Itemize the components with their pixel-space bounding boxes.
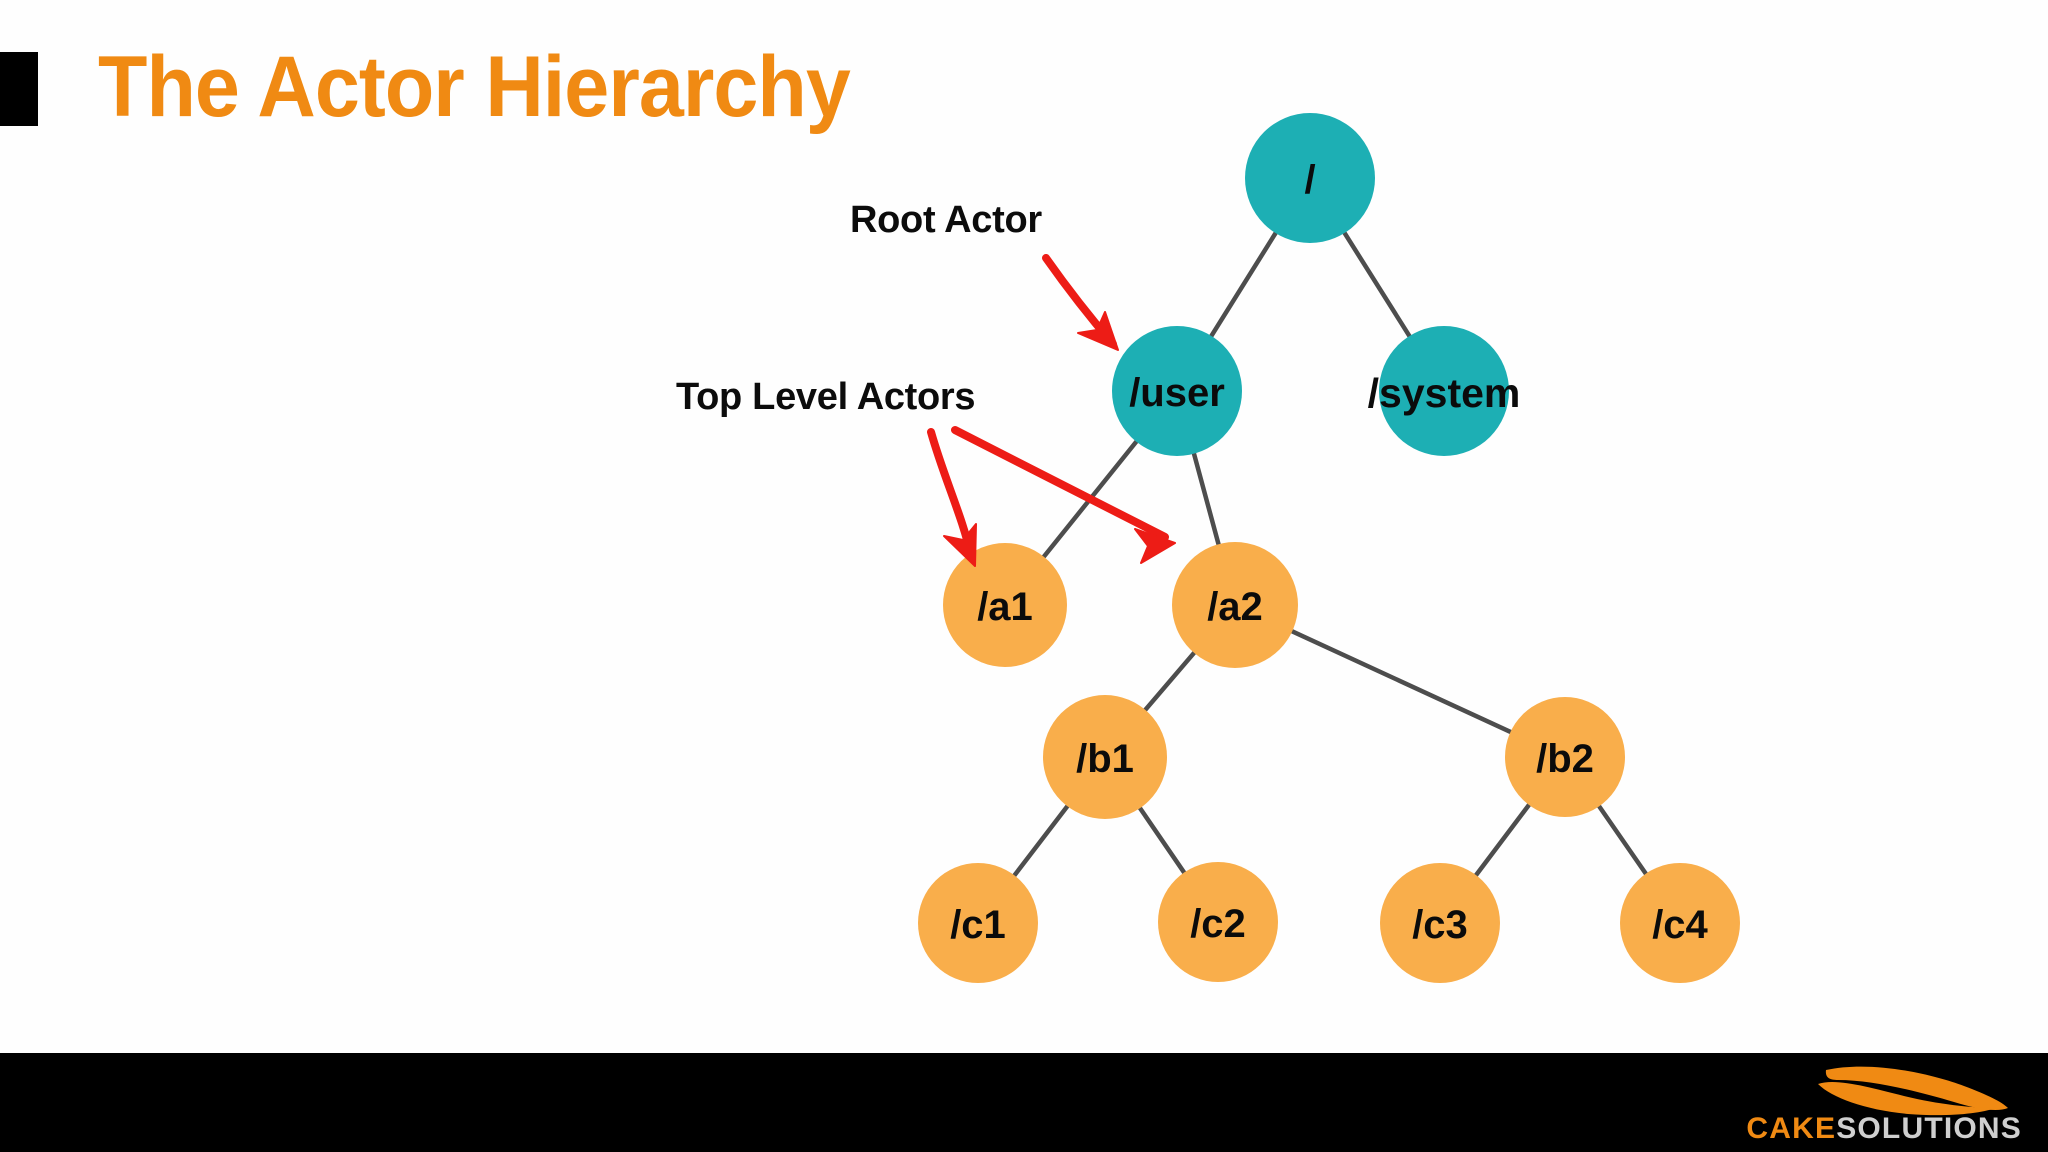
tree-edge-a2-b1 bbox=[1139, 646, 1201, 717]
tree-node-user[interactable]: /user bbox=[1112, 326, 1242, 456]
node-label-user: /user bbox=[1129, 371, 1225, 415]
node-label-c4: /c4 bbox=[1652, 903, 1708, 947]
node-circle-a2 bbox=[1172, 542, 1298, 668]
node-label-c1: /c1 bbox=[950, 903, 1006, 947]
title-bullet-marker bbox=[0, 52, 38, 126]
footer-bar bbox=[0, 1053, 2048, 1152]
arrow-top-level-a2-head bbox=[1134, 528, 1176, 564]
node-circle-system bbox=[1379, 326, 1509, 456]
arrow-top-level-a1 bbox=[927, 428, 977, 567]
tree-edge-root-system bbox=[1339, 225, 1415, 344]
tree-edges bbox=[1008, 225, 1652, 883]
page-title: The Actor Hierarchy bbox=[98, 39, 851, 135]
tree-edge-a2-b2 bbox=[1284, 626, 1519, 737]
logo-cake-text: CAKE bbox=[1746, 1112, 1837, 1145]
cakesolutions-logo: CAKESOLUTIONS bbox=[1706, 1060, 2036, 1150]
tree-node-b1[interactable]: /b1 bbox=[1043, 695, 1167, 819]
node-circle-user bbox=[1112, 326, 1242, 456]
node-circle-c4 bbox=[1620, 863, 1740, 983]
arrow-top-level-a2 bbox=[951, 426, 1176, 564]
tree-node-system[interactable]: /system bbox=[1368, 326, 1521, 456]
node-label-c3: /c3 bbox=[1412, 903, 1468, 947]
arrow-top-level-a2-shaft bbox=[951, 426, 1169, 541]
tree-node-c4[interactable]: /c4 bbox=[1620, 863, 1740, 983]
tree-node-a1[interactable]: /a1 bbox=[943, 543, 1067, 667]
arrow-root-actor bbox=[1042, 254, 1119, 351]
node-label-a2: /a2 bbox=[1207, 585, 1263, 629]
node-circle-b2 bbox=[1505, 697, 1625, 817]
node-label-root: / bbox=[1304, 158, 1315, 202]
node-label-c2: /c2 bbox=[1190, 902, 1246, 946]
node-circle-a1 bbox=[943, 543, 1067, 667]
logo-solutions-text: SOLUTIONS bbox=[1836, 1112, 2022, 1145]
tree-edge-b1-c1 bbox=[1008, 799, 1074, 883]
tree-node-c2[interactable]: /c2 bbox=[1158, 862, 1278, 982]
swoosh-icon bbox=[1818, 1066, 2008, 1116]
node-label-b2: /b2 bbox=[1536, 737, 1594, 781]
tree-nodes: / /user/system/a1/a2/b1/b2/c1/c2/c3/c4 bbox=[918, 113, 1740, 983]
node-label-a1: /a1 bbox=[977, 585, 1033, 629]
node-circle-c1 bbox=[918, 863, 1038, 983]
annotation-root-actor: Root Actor bbox=[850, 199, 1042, 241]
tree-node-b2[interactable]: /b2 bbox=[1505, 697, 1625, 817]
tree-node-a2[interactable]: /a2 bbox=[1172, 542, 1298, 668]
tree-node-root[interactable]: / bbox=[1245, 113, 1375, 243]
node-label-b1: /b1 bbox=[1076, 737, 1134, 781]
node-circle-b1 bbox=[1043, 695, 1167, 819]
tree-edge-root-user bbox=[1205, 225, 1282, 344]
annotation-top-level-actors: Top Level Actors bbox=[676, 376, 976, 418]
tree-edge-b2-c4 bbox=[1593, 799, 1652, 881]
logo-wordmark: CAKESOLUTIONS bbox=[1746, 1114, 2022, 1144]
tree-edge-user-a2 bbox=[1190, 445, 1223, 553]
tree-node-c3[interactable]: /c3 bbox=[1380, 863, 1500, 983]
tree-edge-b1-c2 bbox=[1134, 800, 1190, 880]
tree-edge-b2-c3 bbox=[1470, 797, 1535, 883]
arrow-top-level-a1-head bbox=[943, 523, 977, 567]
node-circle-c3 bbox=[1380, 863, 1500, 983]
tree-node-c1[interactable]: /c1 bbox=[918, 863, 1038, 983]
arrow-root-actor-head bbox=[1077, 311, 1119, 351]
node-circle-root bbox=[1245, 113, 1375, 243]
node-label-system: /system bbox=[1368, 370, 1521, 416]
node-circle-c2 bbox=[1158, 862, 1278, 982]
